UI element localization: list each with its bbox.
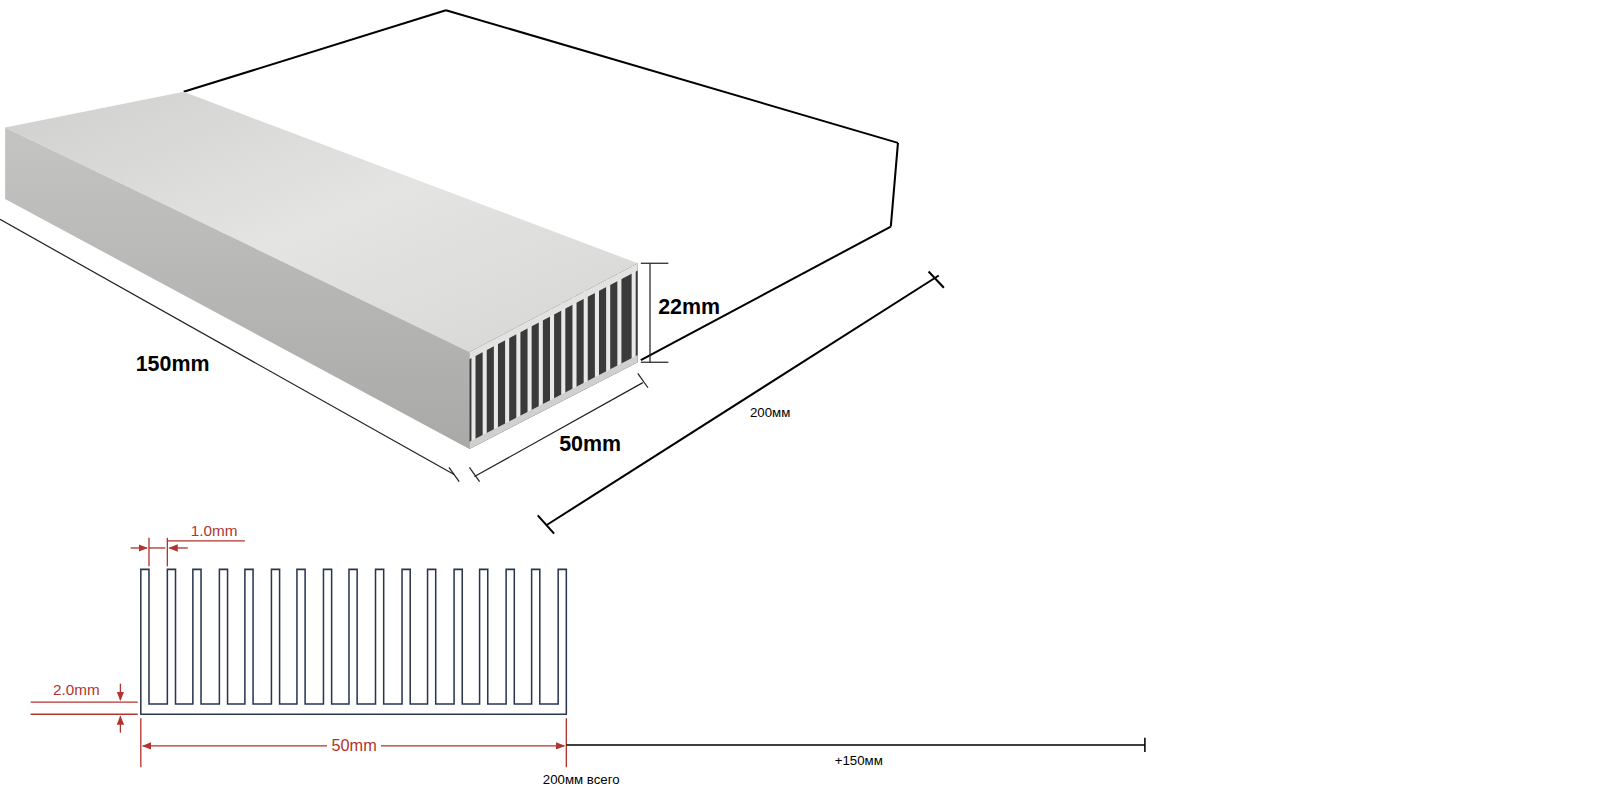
dimension-label: 200мм всего xyxy=(543,773,620,788)
dimension-label: 50mm xyxy=(327,737,380,755)
dimension-label: +150мм xyxy=(835,754,883,769)
dimension-label: 50mm xyxy=(559,433,621,457)
dimension-label: 150mm xyxy=(136,353,210,377)
dimension-label: 22mm xyxy=(658,296,720,320)
dimension-label: 2.0mm xyxy=(53,682,100,699)
dimension-label: 1.0mm xyxy=(191,523,238,540)
dimension-label: 200мм xyxy=(750,406,790,421)
